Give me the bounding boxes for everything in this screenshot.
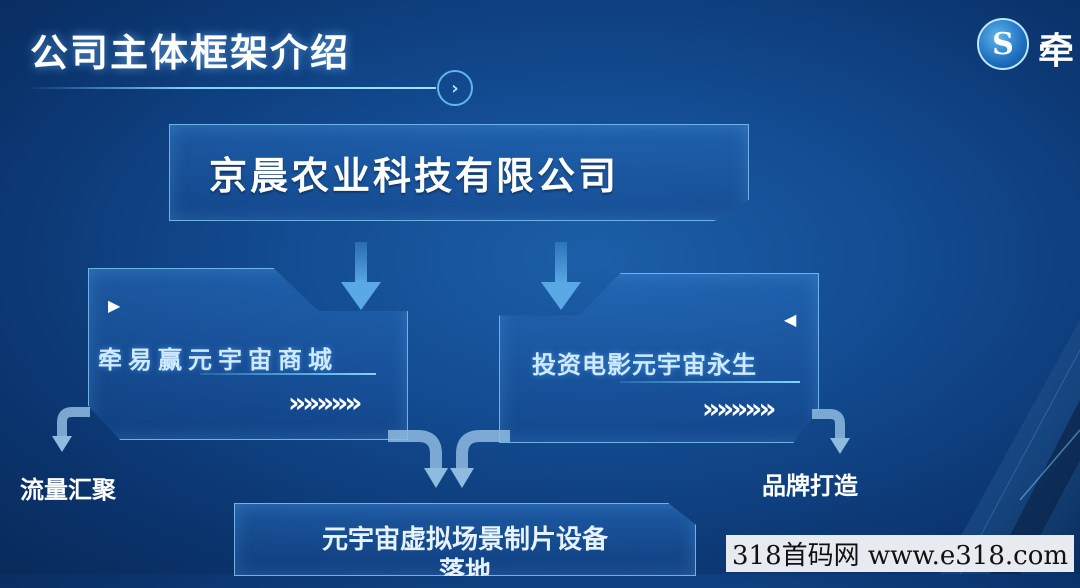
page-title: 公司主体框架介绍 xyxy=(30,31,351,75)
bottom-outcome-line2: 落地 xyxy=(438,557,491,587)
branch-underline-right xyxy=(620,381,800,383)
logo-glyph: S xyxy=(992,26,1014,62)
converging-arrows-icon xyxy=(388,430,510,488)
arrow-down-left-icon xyxy=(341,242,381,310)
company-name: 京晨农业科技有限公司 xyxy=(208,154,619,198)
brand-logo-icon: S xyxy=(977,18,1029,70)
next-chevron-button[interactable]: › xyxy=(437,70,473,106)
outcome-label-left: 流量汇聚 xyxy=(20,476,116,504)
outcome-label-right: 品牌打造 xyxy=(762,472,858,500)
branch-label-right: 投资电影元宇宙永生 xyxy=(532,351,757,379)
play-left-icon: ◀ xyxy=(784,310,797,329)
branch-label-left: 牵易赢元宇宙商城 xyxy=(98,346,338,374)
curved-arrow-right-icon xyxy=(812,409,850,454)
play-right-icon: ▶ xyxy=(108,296,121,315)
title-underline xyxy=(26,87,436,89)
decorative-streaks xyxy=(940,320,1080,574)
curved-arrow-left-icon xyxy=(52,407,90,452)
brand-logo-text: 牵 xyxy=(1038,31,1075,72)
company-box: 京晨农业科技有限公司 xyxy=(169,124,749,221)
arrow-down-right-icon xyxy=(541,242,581,310)
chevrons-left-icon: »»»»» xyxy=(288,386,362,419)
chevron-right-icon: › xyxy=(451,77,459,99)
chevrons-right-icon: »»»»» xyxy=(702,392,776,425)
bottom-outcome-line1: 元宇宙虚拟场景制片设备 xyxy=(321,525,608,555)
bottom-outcome-box: 元宇宙虚拟场景制片设备 落地 xyxy=(234,503,696,576)
branch-underline-left xyxy=(200,373,376,375)
watermark-text: 318首码网 www.e318.com xyxy=(726,535,1074,572)
